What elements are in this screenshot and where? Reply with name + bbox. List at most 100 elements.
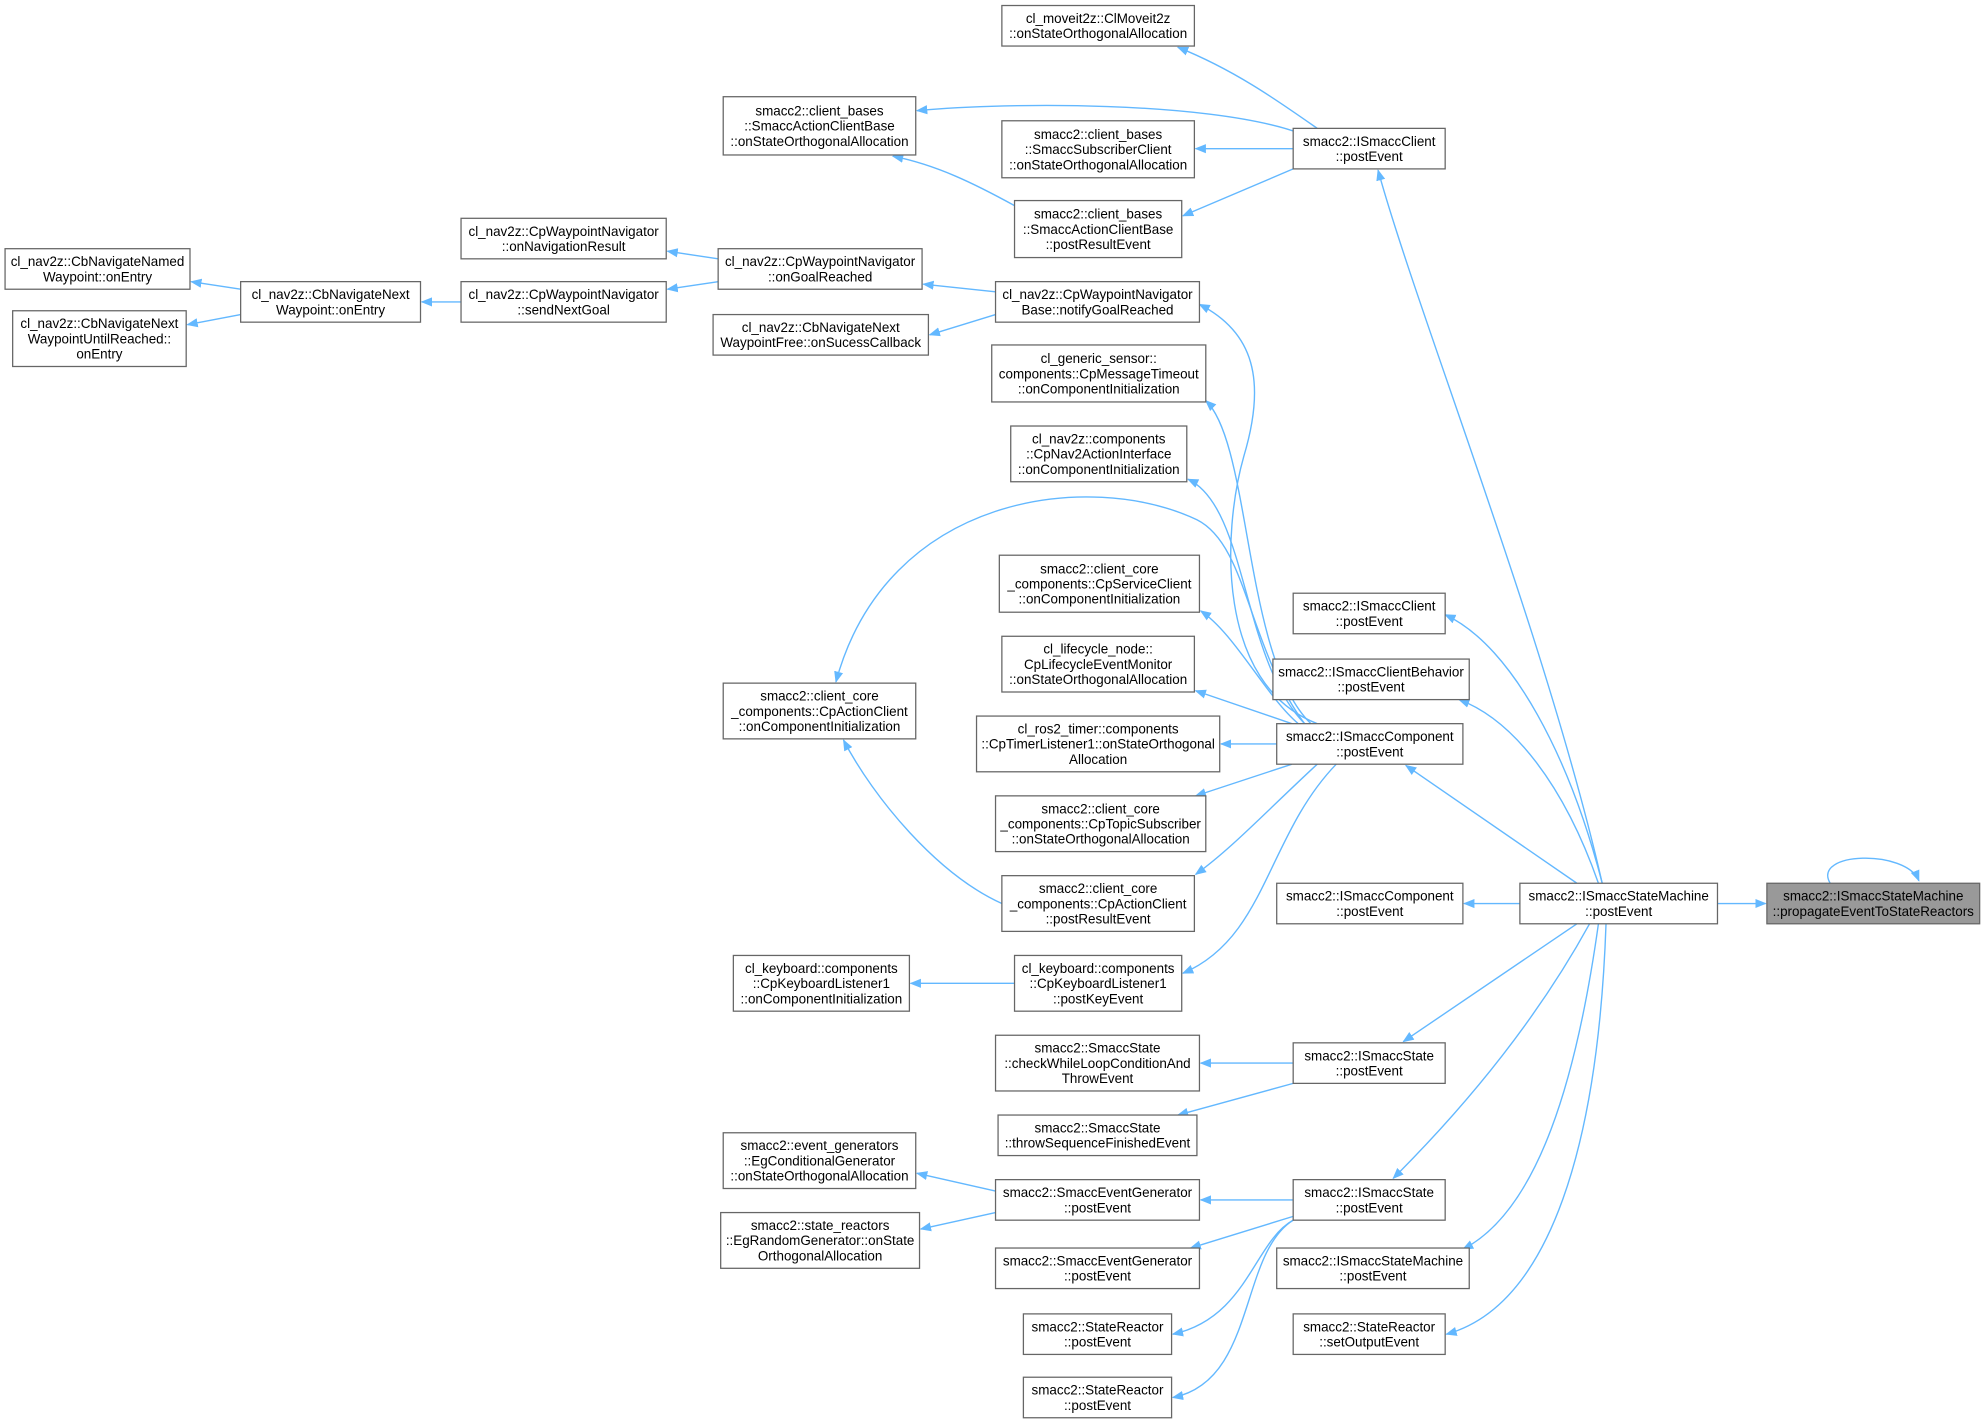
node-label-line: ::postEvent (1336, 149, 1403, 164)
graph-node-acb-orth[interactable]: smacc2::client_bases::SmaccActionClientB… (722, 96, 917, 156)
edge-sm_post-to-comp_post1 (1404, 764, 1578, 884)
edge-state_post2-to-evgen_post2 (1189, 1215, 1294, 1250)
graph-node-sm-post2[interactable]: smacc2::ISmaccStateMachine::postEvent (1276, 1247, 1470, 1290)
graph-node-sr-post2[interactable]: smacc2::StateReactor::postEvent (1022, 1376, 1173, 1419)
edge-wp_goal-to-wp_navres (666, 248, 719, 260)
node-label-line: cl_nav2z::CpWaypointNavigator (725, 254, 916, 269)
graph-node-comp-post2[interactable]: smacc2::ISmaccComponent::postEvent (1276, 882, 1464, 925)
node-label-line: ::SmaccActionClientBase (1023, 222, 1174, 237)
graph-node-wp-navres[interactable]: cl_nav2z::CpWaypointNavigator::onNavigat… (460, 217, 667, 260)
graph-node-evgen-post1[interactable]: smacc2::SmaccEventGenerator::postEvent (994, 1179, 1201, 1221)
edge-cb_next-to-cb_until (186, 313, 241, 328)
graph-node-sub-orth[interactable]: smacc2::client_bases::SmaccSubscriberCli… (1001, 120, 1196, 179)
graph-node-client-post2[interactable]: smacc2::ISmaccClient::postEvent (1292, 592, 1446, 635)
node-label-line: smacc2::state_reactors (751, 1218, 890, 1233)
node-label-line: cl_generic_sensor:: (1041, 351, 1157, 366)
node-box (722, 1132, 917, 1190)
node-label-line: ::postEvent (1064, 1335, 1131, 1350)
graph-node-nav2-iface[interactable]: cl_nav2z::components::CpNav2ActionInterf… (1010, 425, 1188, 483)
node-box (1276, 1247, 1470, 1290)
node-label-line: ::postEvent (1064, 1200, 1131, 1215)
node-box (998, 554, 1201, 613)
edge-comp_post1-to-wpbase_goal (1198, 303, 1318, 725)
node-label-line: smacc2::ISmaccStateMachine (1283, 1254, 1463, 1269)
graph-node-cb-named[interactable]: cl_nav2z::CbNavigateNamedWaypoint::onEnt… (4, 248, 191, 290)
node-box (1013, 954, 1183, 1012)
node-label-line: ::onStateOrthogonalAllocation (1009, 157, 1187, 172)
node-label-line: ::postEvent (1336, 904, 1403, 919)
graph-node-check-loop[interactable]: smacc2::SmaccState::checkWhileLoopCondit… (994, 1034, 1201, 1092)
node-label-line: ::postResultEvent (1046, 237, 1151, 252)
graph-node-ac-init[interactable]: smacc2::client_core_components::CpAction… (722, 682, 917, 740)
graph-node-svc-client[interactable]: smacc2::client_core_components::CpServic… (998, 554, 1201, 613)
graph-node-state-post2[interactable]: smacc2::ISmaccState::postEvent (1292, 1179, 1446, 1221)
node-label-line: smacc2::client_core (1040, 561, 1158, 576)
node-box (994, 280, 1201, 323)
edge-comp_post1-to-kb_key (1181, 763, 1337, 974)
node-label-line: ::onGoalReached (768, 269, 872, 284)
edge-client_post1-to-acb_result (1181, 168, 1294, 217)
node-label-line: ::postEvent (1064, 1269, 1131, 1284)
graph-node-msg-timeout[interactable]: cl_generic_sensor::components::CpMessage… (991, 344, 1207, 403)
node-box (1001, 120, 1196, 179)
node-label-line: ::postEvent (1064, 1398, 1131, 1413)
node-box (975, 715, 1221, 773)
node-box (1001, 635, 1196, 693)
edge-state_post1-to-throw_seq (1176, 1082, 1294, 1117)
graph-node-comp-post1[interactable]: smacc2::ISmaccComponent::postEvent (1276, 723, 1464, 765)
graph-node-wpbase-goal[interactable]: cl_nav2z::CpWaypointNavigatorBase::notif… (994, 280, 1201, 323)
graph-node-moveit[interactable]: cl_moveit2z::ClMoveit2z::onStateOrthogon… (1001, 4, 1196, 47)
graph-node-throw-seq[interactable]: smacc2::SmaccState::throwSequenceFinishe… (997, 1114, 1198, 1157)
node-label-line: cl_lifecycle_node:: (1043, 642, 1153, 657)
node-label-line: smacc2::ISmaccClient (1303, 134, 1436, 149)
node-label-line: _components::CpTopicSubscriber (999, 817, 1201, 832)
node-label-line: ::postResultEvent (1046, 912, 1151, 927)
edge-sm_post-to-sm_post2 (1461, 923, 1600, 1250)
graph-node-client-post1[interactable]: smacc2::ISmaccClient::postEvent (1292, 127, 1446, 170)
graph-node-wp-goal[interactable]: cl_nav2z::CpWaypointNavigator::onGoalRea… (717, 248, 923, 290)
graph-node-eg-random[interactable]: smacc2::state_reactors::EgRandomGenerato… (720, 1211, 921, 1269)
node-label-line: ::postEvent (1336, 614, 1403, 629)
edge-comp_post1-to-ac_result (1194, 763, 1318, 876)
node-label-line: ::throwSequenceFinishedEvent (1005, 1136, 1191, 1151)
graph-node-propagate[interactable]: smacc2::ISmaccStateMachine::propagateEve… (1766, 882, 1981, 925)
graph-node-kb-key[interactable]: cl_keyboard::components::CpKeyboardListe… (1013, 954, 1183, 1012)
node-label-line: smacc2::client_bases (755, 103, 883, 118)
graph-node-eg-cond[interactable]: smacc2::event_generators::EgConditionalG… (722, 1132, 917, 1190)
node-box (991, 344, 1207, 403)
graph-node-state-post1[interactable]: smacc2::ISmaccState::postEvent (1292, 1042, 1446, 1085)
node-label-line: ::postEvent (1339, 1269, 1406, 1284)
node-label-line: ::onComponentInitialization (739, 719, 901, 734)
graph-node-cb-post[interactable]: smacc2::ISmaccClientBehavior::postEvent (1272, 658, 1470, 701)
graph-node-topic-sub[interactable]: smacc2::client_core_components::CpTopicS… (994, 795, 1207, 853)
node-label-line: ::SmaccActionClientBase (744, 119, 895, 134)
node-box (1519, 882, 1719, 925)
node-label-line: WaypointUntilReached:: (28, 331, 171, 346)
edge-state_post2-to-sr_post1 (1171, 1219, 1294, 1337)
node-label-line: smacc2::ISmaccComponent (1286, 889, 1454, 904)
node-label-line: ::onComponentInitialization (1018, 381, 1180, 396)
edge-sm_post-to-cb_post (1458, 698, 1600, 884)
graph-node-kb-init[interactable]: cl_keyboard::components::CpKeyboardListe… (732, 954, 911, 1012)
node-box (1013, 199, 1183, 259)
graph-node-sr-post1[interactable]: smacc2::StateReactor::postEvent (1022, 1313, 1173, 1356)
node-label-line: ::CpKeyboardListener1 (753, 976, 890, 991)
node-label-line: ::EgConditionalGenerator (744, 1153, 896, 1168)
graph-node-ac-result[interactable]: smacc2::client_core_components::CpAction… (1001, 875, 1196, 933)
graph-node-timer[interactable]: cl_ros2_timer::components::CpTimerListen… (975, 715, 1221, 773)
graph-node-lifecycle[interactable]: cl_lifecycle_node::CpLifecycleEventMonit… (1001, 635, 1196, 693)
graph-node-sr-output[interactable]: smacc2::StateReactor::setOutputEvent (1292, 1313, 1446, 1356)
node-label-line: ::postEvent (1338, 680, 1405, 695)
graph-node-sm-post[interactable]: smacc2::ISmaccStateMachine::postEvent (1519, 882, 1719, 925)
graph-node-cb-next[interactable]: cl_nav2z::CbNavigateNextWaypoint::onEntr… (240, 280, 422, 323)
graph-node-evgen-post2[interactable]: smacc2::SmaccEventGenerator::postEvent (994, 1247, 1201, 1290)
node-label-line: smacc2::event_generators (740, 1138, 898, 1153)
graph-node-cb-until[interactable]: cl_nav2z::CbNavigateNextWaypointUntilRea… (12, 310, 187, 368)
edge-comp_post1-to-ac_init (834, 496, 1306, 725)
graph-node-cb-free[interactable]: cl_nav2z::CbNavigateNextWaypointFree::on… (712, 313, 930, 356)
graph-node-wp-next[interactable]: cl_nav2z::CpWaypointNavigator::sendNextG… (460, 280, 667, 323)
node-label-line: smacc2::client_core (760, 689, 878, 704)
graph-node-acb-result[interactable]: smacc2::client_bases::SmaccActionClientB… (1013, 199, 1183, 259)
node-label-line: ::postEvent (1336, 1064, 1403, 1079)
node-label-line: ::onStateOrthogonalAllocation (1012, 832, 1190, 847)
